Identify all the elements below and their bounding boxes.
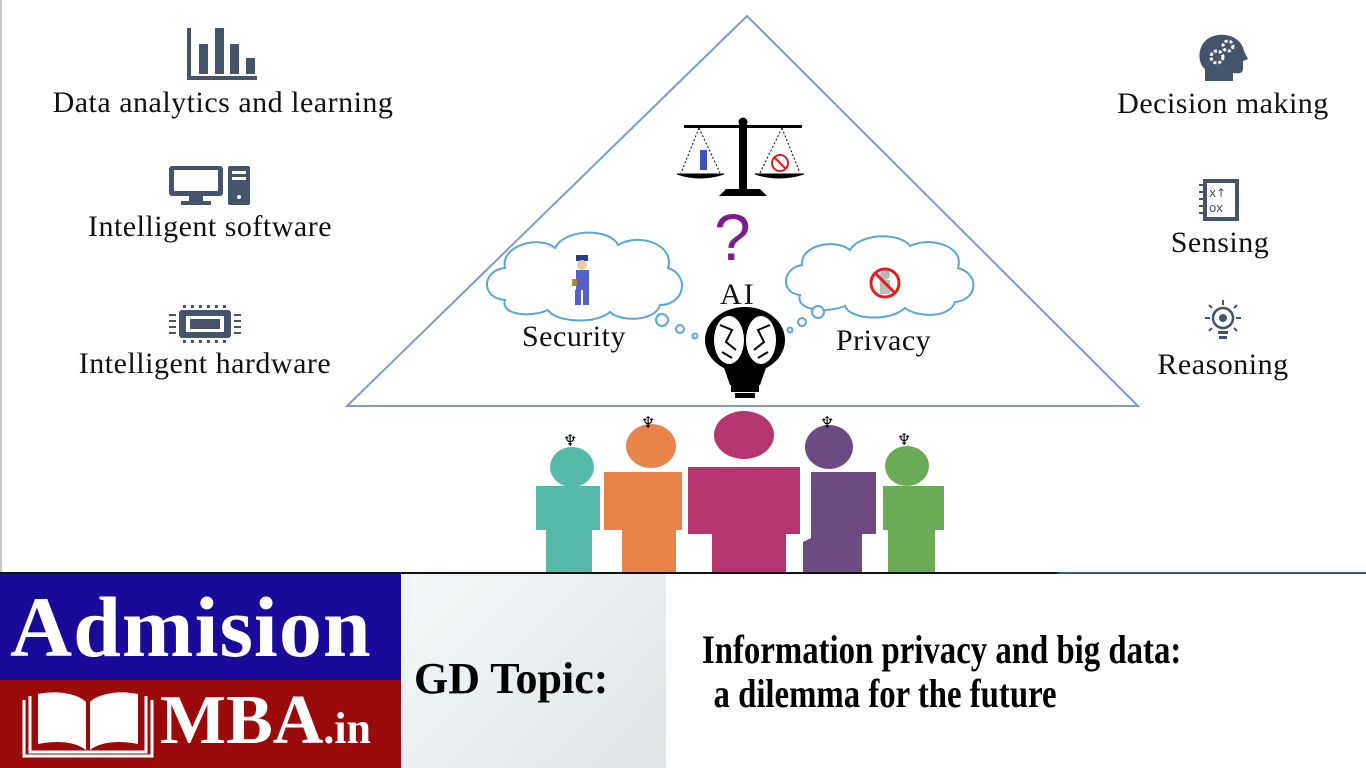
topic-line-2: a dilemma for the future: [713, 671, 1057, 716]
desktop-computer-icon: [169, 166, 250, 205]
privacy-label: Privacy: [836, 324, 932, 357]
brain-lightbulb-icon: [705, 307, 785, 398]
open-book-icon: [22, 692, 154, 758]
left-border: [0, 0, 2, 572]
logo-mba-text: MBA: [160, 682, 324, 759]
gd-topic-label: GD Topic:: [414, 654, 609, 703]
feature-label: Sensing: [1170, 226, 1270, 259]
feature-label: Decision making: [1117, 87, 1329, 120]
svg-text:♆: ♆: [820, 415, 834, 432]
head-gears-icon: [1199, 34, 1248, 81]
feature-intelligent-software: Intelligent software: [30, 166, 390, 242]
topic-line-1: Information privacy and big data:: [702, 627, 1182, 672]
svg-text:ox: ox: [1209, 201, 1223, 215]
microchip-icon: [169, 305, 241, 343]
person-green: ♆: [883, 432, 944, 572]
bar-chart-icon: [187, 28, 257, 80]
security-label: Security: [522, 320, 626, 353]
svg-text:♆: ♆: [641, 415, 655, 432]
logo-word-mba: MBA.in: [160, 686, 371, 756]
feature-label: Intelligent software: [87, 210, 333, 243]
banner-divider: [0, 572, 1366, 574]
person-teal: ♆: [536, 433, 600, 572]
admisionmba-logo[interactable]: Admision MBA.in: [0, 574, 401, 768]
triangle-diagram: ♆ ♆ ♆ ♆: [344, 14, 1141, 572]
ai-privacy-diagram: ♆ ♆ ♆ ♆ ? AI Security Pr: [3, 14, 1366, 572]
topic-title: Information privacy and big data: a dile…: [702, 628, 1181, 716]
person-orange: ♆: [604, 415, 682, 572]
svg-text:x↑: x↑: [1209, 186, 1226, 200]
person-purple: ♆: [803, 415, 876, 572]
feature-data-analytics: Data analytics and learning: [3, 28, 443, 118]
balance-scale-icon: [676, 117, 805, 196]
privacy-cloud: [785, 235, 975, 334]
feature-decision-making: Decision making: [1080, 33, 1366, 119]
police-officer-icon: [572, 255, 589, 305]
svg-text:♆: ♆: [897, 432, 911, 449]
logo-top-band: [0, 574, 401, 680]
feature-sensing: x↑ ox Sensing: [1110, 178, 1330, 258]
feature-label: Reasoning: [1157, 348, 1289, 381]
feature-label: Intelligent hardware: [78, 347, 332, 380]
question-mark: ?: [714, 200, 751, 274]
strategy-notebook-icon: x↑ ox: [1199, 179, 1239, 221]
logo-tld-text: .in: [323, 704, 372, 753]
logo-word-admision: Admision: [10, 579, 372, 675]
feature-intelligent-hardware: Intelligent hardware: [25, 305, 385, 379]
gd-topic-box: GD Topic:: [402, 574, 666, 768]
ai-label: AI: [720, 278, 756, 311]
lightbulb-gear-icon: [1205, 300, 1241, 339]
feature-reasoning: Reasoning: [1110, 300, 1336, 380]
people-group: ♆ ♆ ♆ ♆: [536, 411, 944, 572]
triangle-outline: [344, 14, 1141, 407]
no-entry-person-icon: [869, 267, 901, 299]
svg-text:♆: ♆: [563, 433, 577, 450]
person-magenta: [688, 411, 800, 572]
feature-label: Data analytics and learning: [52, 86, 394, 119]
